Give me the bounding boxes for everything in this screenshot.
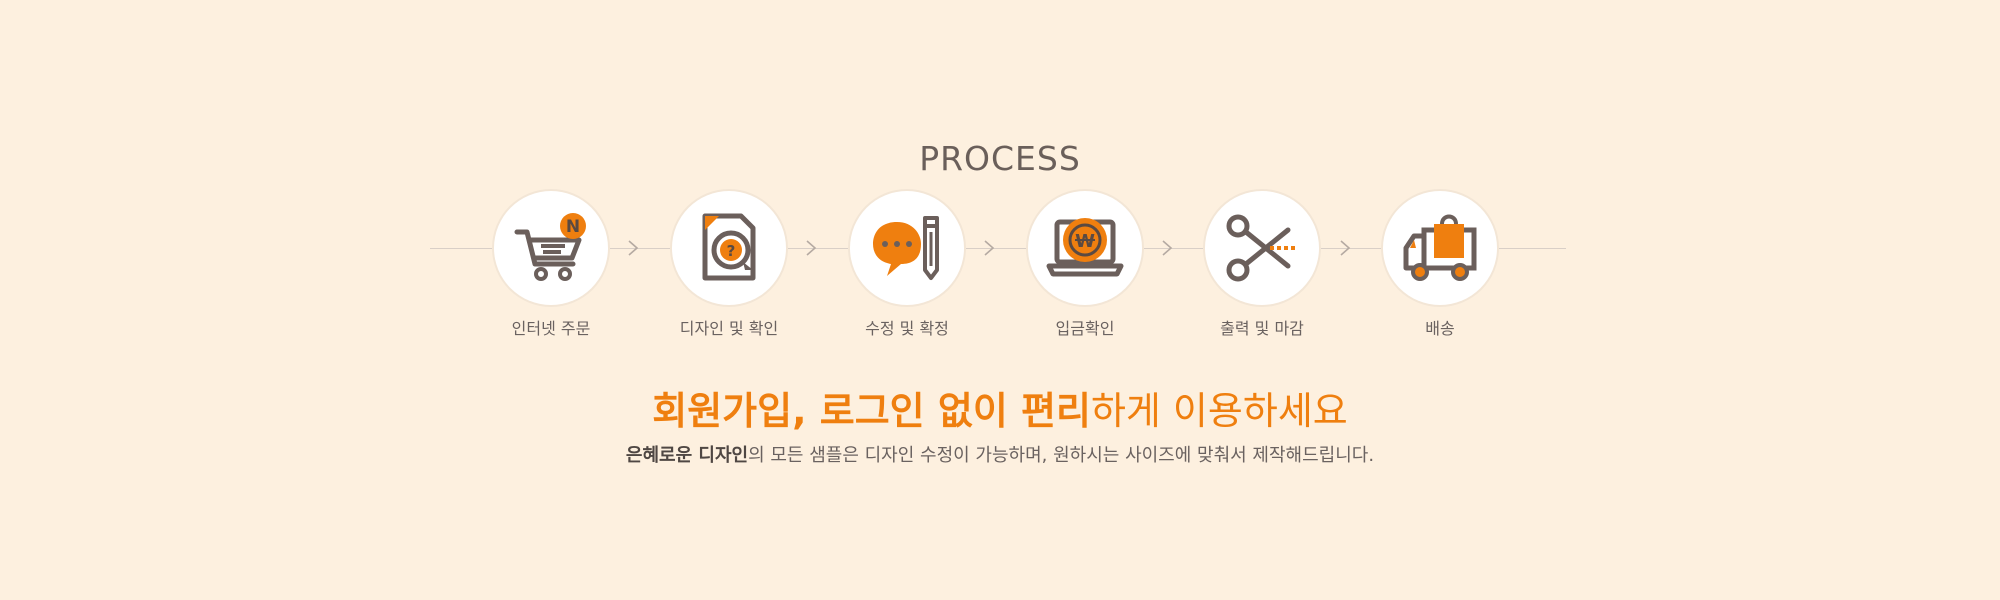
- cart-icon: N: [514, 213, 586, 281]
- step-circle: ?: [672, 191, 786, 305]
- step-label: 디자인 및 확인: [679, 319, 779, 338]
- chevron-right-icon: [1340, 240, 1351, 256]
- process-step-design-check: ? 디자인 및 확인: [672, 191, 786, 338]
- step-circle: [1383, 191, 1497, 305]
- chevron-right-icon: [1162, 240, 1173, 256]
- subtext: 은혜로운 디자인의 모든 샘플은 디자인 수정이 가능하며, 원하시는 사이즈에…: [0, 441, 2000, 467]
- document-question-icon: ?: [702, 213, 756, 281]
- step-circle: [850, 191, 964, 305]
- chat-pencil-icon: [873, 216, 939, 280]
- step-circle: [1205, 191, 1319, 305]
- step-label: 수정 및 확정: [865, 319, 949, 338]
- chevron-right-icon: [628, 240, 639, 256]
- step-circle: W: [1028, 191, 1142, 305]
- brand-name: 은혜로운 디자인: [625, 445, 749, 466]
- chevron-right-icon: [984, 240, 995, 256]
- scissors-icon: [1226, 214, 1298, 282]
- step-circle: N: [494, 191, 608, 305]
- process-step-delivery: 배송: [1383, 191, 1497, 338]
- svg-text:?: ?: [727, 242, 736, 260]
- headline-light: 하게 이용하세요: [1090, 389, 1348, 433]
- laptop-won-icon: W: [1046, 218, 1124, 277]
- process-step-order: N 인터넷 주문: [494, 191, 608, 338]
- process-step-payment: W 입금확인: [1028, 191, 1142, 338]
- step-label: 배송: [1425, 319, 1455, 338]
- process-step-revise-confirm: 수정 및 확정: [850, 191, 964, 338]
- headline: 회원가입, 로그인 없이 편리하게 이용하세요: [0, 380, 2000, 435]
- chevron-right-icon: [806, 240, 817, 256]
- section-title: PROCESS: [919, 139, 1081, 179]
- process-step-print-finish: 출력 및 마감: [1205, 191, 1319, 338]
- delivery-truck-icon: [1403, 214, 1477, 281]
- headline-strong: 회원가입, 로그인 없이 편리: [652, 389, 1091, 433]
- step-label: 출력 및 마감: [1220, 319, 1304, 338]
- subtext-body: 의 모든 샘플은 디자인 수정이 가능하며, 원하시는 사이즈에 맞춰서 제작해…: [748, 445, 1375, 466]
- process-connector-line: [430, 248, 1566, 249]
- svg-text:W: W: [1075, 231, 1095, 252]
- step-label: 입금확인: [1055, 319, 1115, 338]
- svg-text:N: N: [566, 217, 580, 237]
- step-label: 인터넷 주문: [511, 319, 591, 338]
